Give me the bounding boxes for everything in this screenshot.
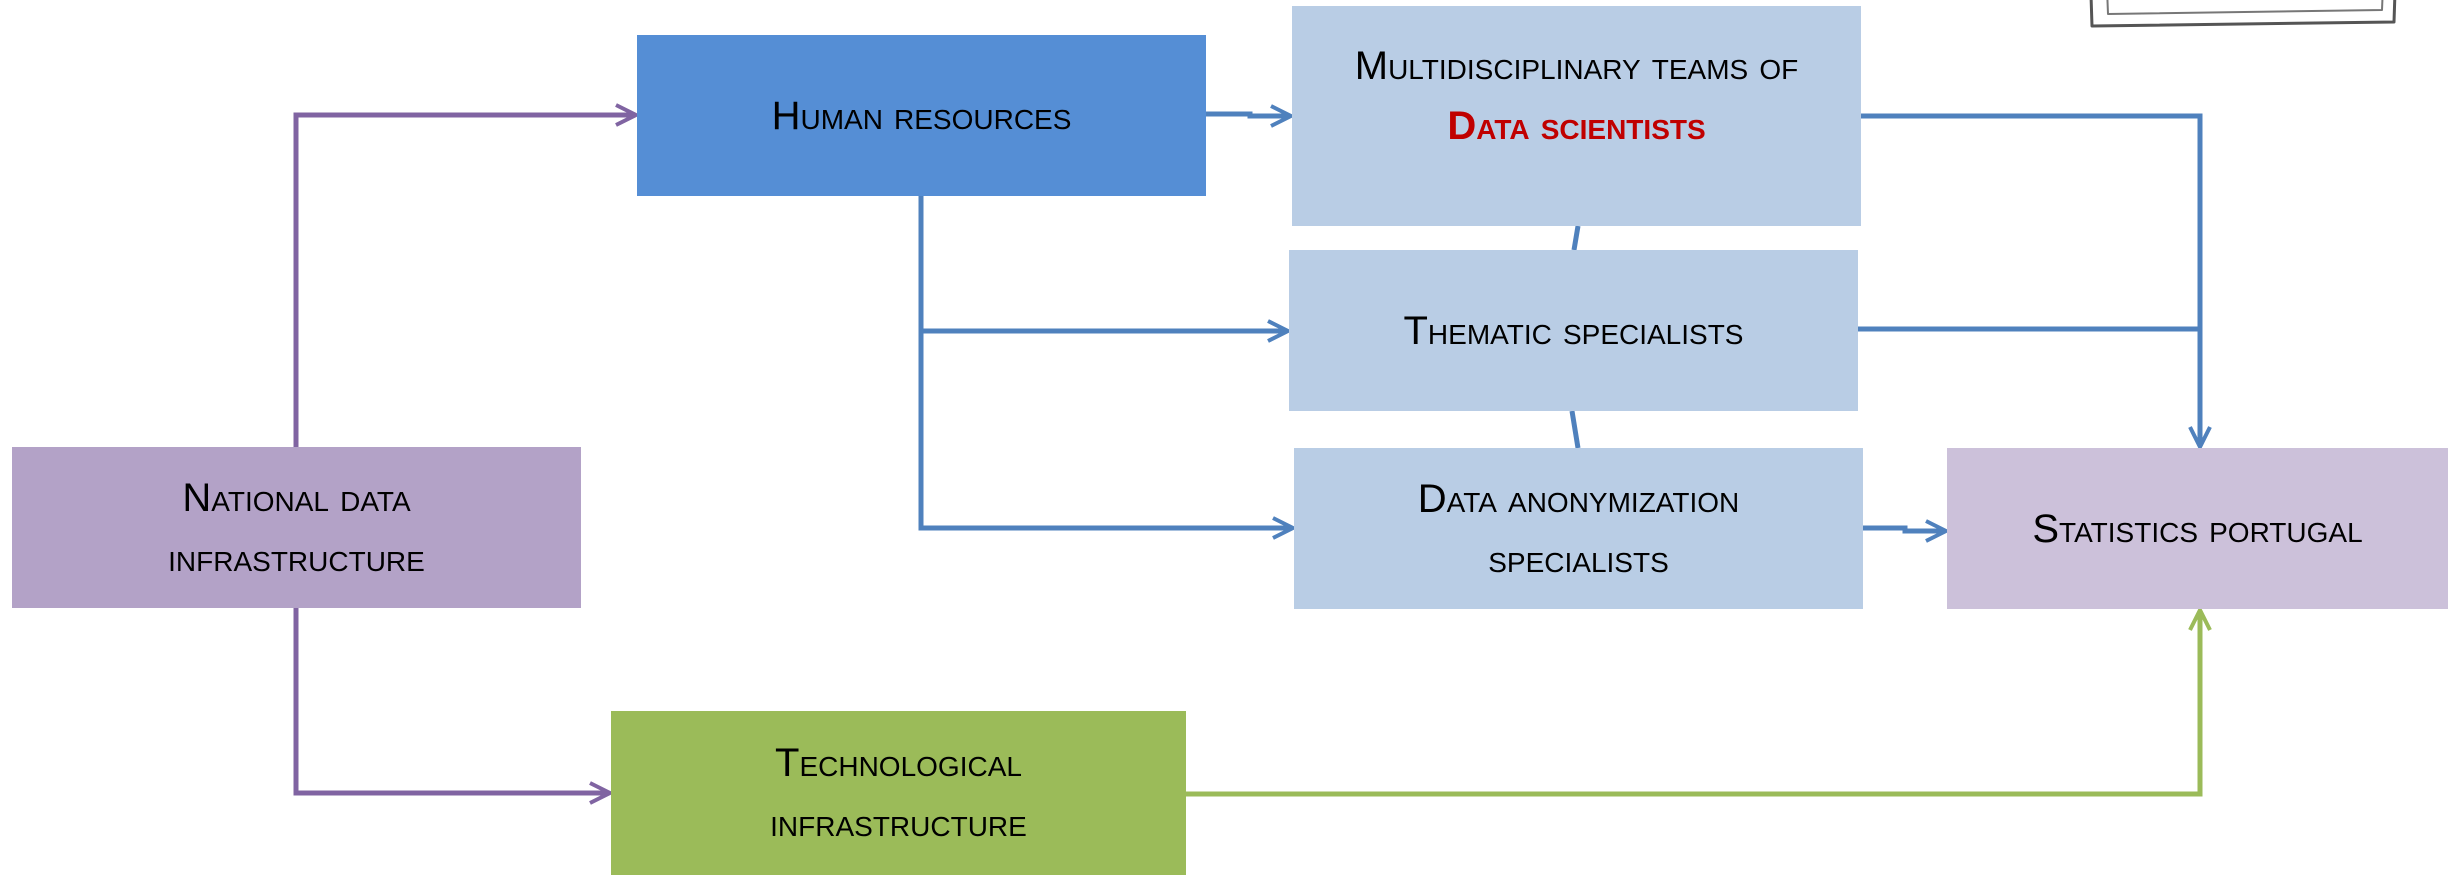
node-label: National data <box>182 475 411 520</box>
connector-thematic-anonym <box>1569 410 1581 449</box>
connector-human-to-anonym <box>918 331 1295 540</box>
node-multidisciplinary-teams: Multidisciplinary teams of Data scientis… <box>1292 6 1861 226</box>
connector-multi-thematic <box>1571 225 1581 251</box>
sketch-frame-decoration <box>2089 0 2397 28</box>
node-data-anonymization-specialists: Data anonymization specialists <box>1294 448 1863 609</box>
node-statistics-portugal: Statistics portugal <box>1947 448 2448 609</box>
node-label: Multidisciplinary teams of <box>1354 44 1799 88</box>
node-technological-infrastructure: Technological infrastructure <box>611 711 1186 875</box>
connector-national-to-tech <box>293 608 612 805</box>
node-label: Technological <box>775 741 1022 785</box>
connector-human-to-multi <box>1206 104 1293 128</box>
connector-tech-to-statistics <box>1186 608 2212 797</box>
connector-human-to-thematic <box>918 196 1290 343</box>
node-label: Data anonymization <box>1417 476 1740 521</box>
node-national-data-infrastructure: National data infrastructure <box>12 447 581 608</box>
node-label: specialists <box>1488 536 1669 581</box>
node-label: infrastructure <box>770 801 1027 845</box>
node-label: Thematic specialists <box>1403 308 1744 353</box>
node-label: Human resources <box>771 93 1072 138</box>
node-highlight-label: Data scientists <box>1447 104 1706 148</box>
node-label: infrastructure <box>168 535 425 580</box>
node-human-resources: Human resources <box>637 35 1206 196</box>
connector-national-to-human <box>293 103 638 447</box>
connector-multi-to-statistics <box>1861 113 2212 449</box>
connector-anonym-to-statistics <box>1863 519 1948 543</box>
node-label: Statistics portugal <box>2032 506 2363 551</box>
node-thematic-specialists: Thematic specialists <box>1289 250 1858 411</box>
